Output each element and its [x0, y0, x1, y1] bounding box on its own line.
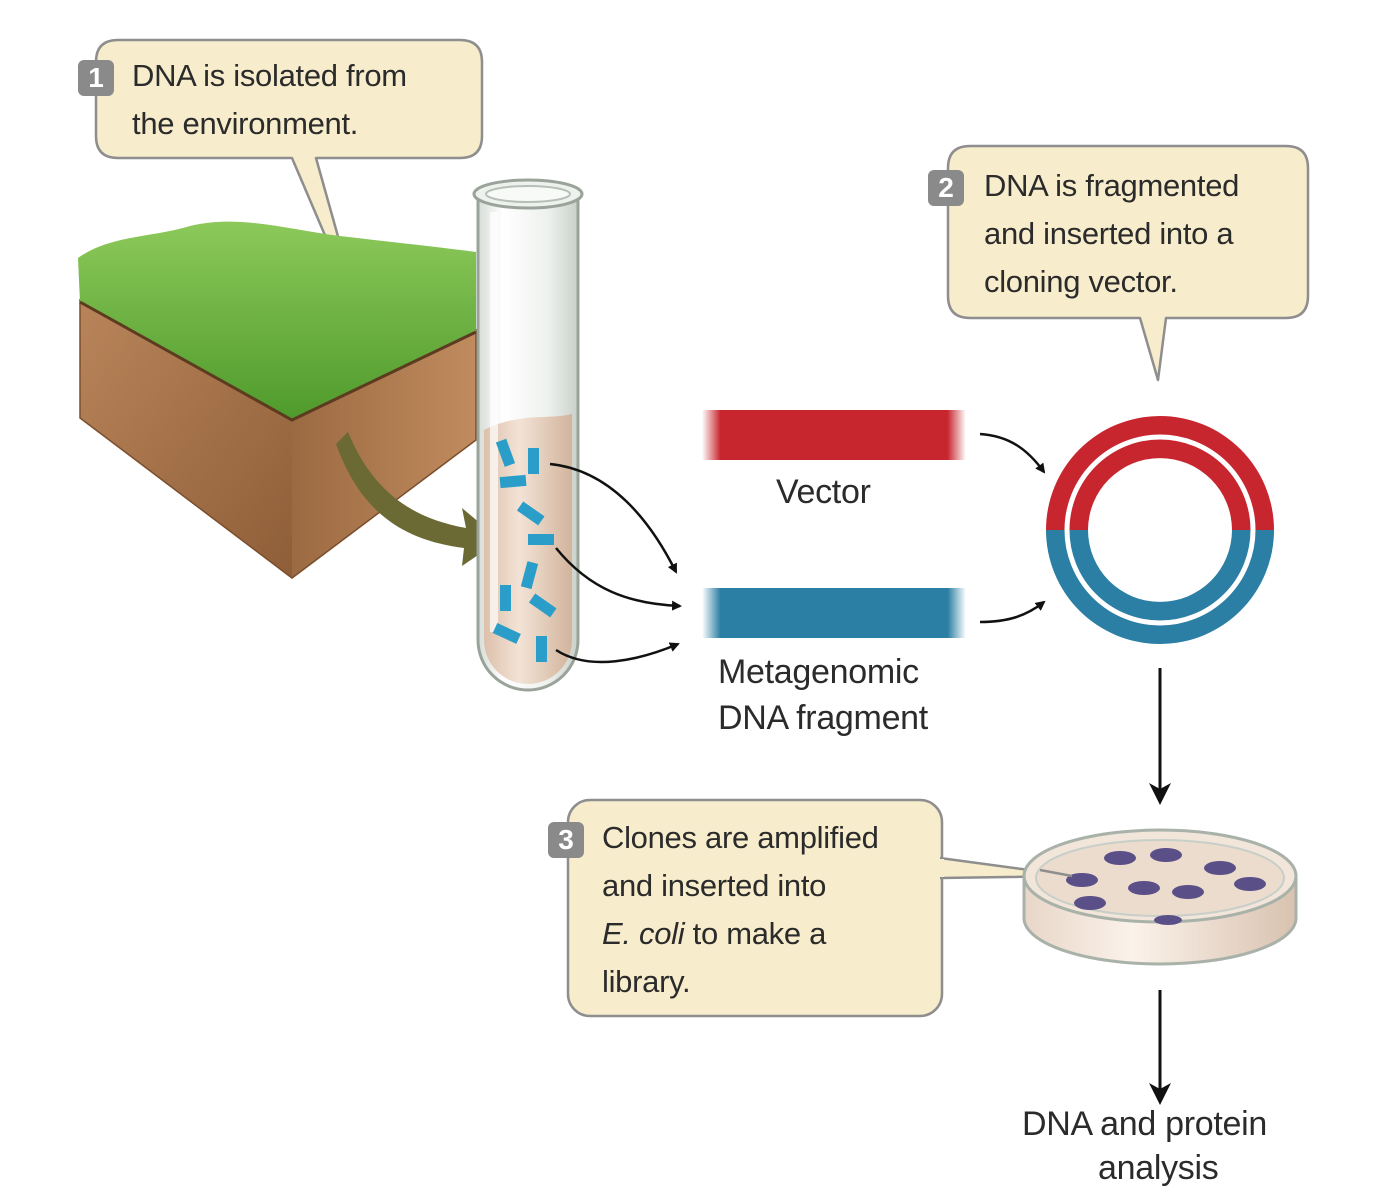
step-3-line-4: library.	[602, 964, 691, 999]
analysis-label-line-2: analysis	[1098, 1149, 1219, 1187]
bar-to-plasmid-arrows	[979, 432, 1046, 624]
test-tube	[472, 178, 584, 692]
fragment-label-line-1: Metagenomic	[718, 653, 919, 691]
step-1-line-1: DNA is isolated from	[132, 58, 407, 93]
step-2-badge: 2	[928, 170, 964, 206]
analysis-label-line-1: DNA and protein	[1022, 1105, 1267, 1143]
step-2-line-1: DNA is fragmented	[984, 168, 1240, 203]
bacterial-colonies	[1066, 848, 1266, 925]
step-3-line-1: Clones are amplified	[602, 820, 879, 855]
soil-sample	[78, 221, 477, 579]
vector-bar	[702, 410, 966, 460]
step-3-line-2: and inserted into	[602, 868, 827, 903]
step-2-text: DNA is fragmented and inserted into a cl…	[984, 162, 1239, 306]
tube-to-fragment-arrows	[549, 462, 682, 664]
step-3-line-3: E. coli to make a	[602, 910, 879, 958]
step-1-line-2: the environment.	[132, 106, 359, 141]
metagenomic-fragment-bar	[702, 588, 966, 638]
olive-transfer-arrow	[336, 432, 500, 566]
callout-2-bubble	[946, 144, 1310, 382]
step-3-line-3-rest: to make a	[684, 916, 827, 951]
step-3-badge: 3	[548, 822, 584, 858]
step-1-badge: 1	[78, 60, 114, 96]
petri-dish	[1022, 828, 1298, 966]
step-2-line-3: cloning vector.	[984, 264, 1178, 299]
e-coli-italic: E. coli	[602, 916, 685, 951]
fragment-label-line-2: DNA fragment	[718, 699, 928, 737]
step-1-text: DNA is isolated from the environment.	[132, 52, 407, 148]
step-2-line-2: and inserted into a	[984, 216, 1234, 251]
recombinant-plasmid	[1046, 416, 1274, 644]
vector-label: Vector	[776, 473, 871, 511]
step-3-text: Clones are amplified and inserted into E…	[602, 814, 879, 1006]
tube-dna-fragments	[492, 438, 557, 662]
